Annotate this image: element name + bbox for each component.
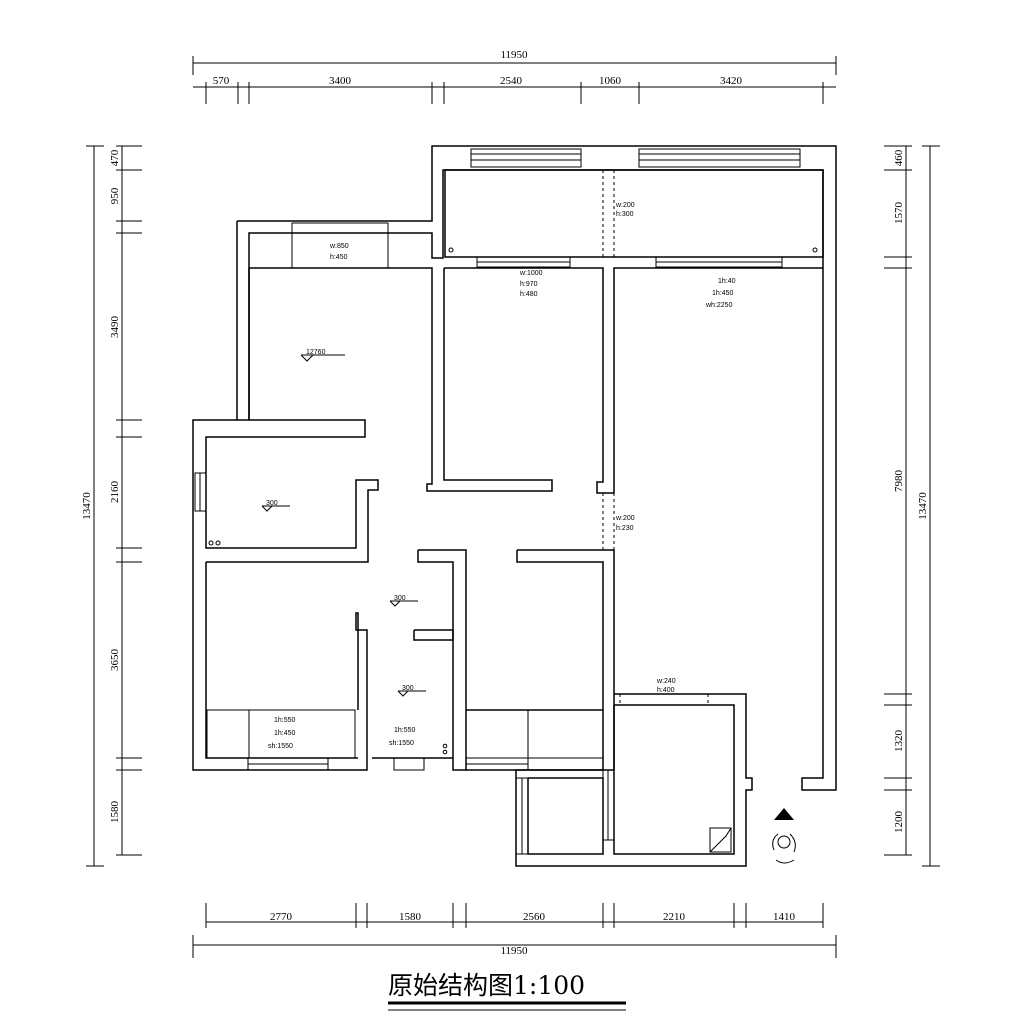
annotation: 1h:40 — [718, 278, 736, 285]
dim-right-total: 13470 — [917, 492, 929, 520]
annotation: h:230 — [616, 525, 634, 532]
annotation: w:200 — [615, 202, 635, 209]
drain-icon — [442, 743, 448, 749]
drain-icon — [448, 247, 454, 253]
elevation-label: 300 — [266, 500, 278, 507]
dim-top-seg: 3420 — [720, 75, 743, 87]
dim-bottom-seg: 2560 — [523, 911, 546, 923]
annotation: h:970 — [520, 281, 538, 288]
annotation: h:480 — [520, 291, 538, 298]
annotation: w:200 — [615, 515, 635, 522]
title-block: 原始结构图1:100 — [388, 971, 626, 1011]
annotation: h:400 — [657, 687, 675, 694]
dim-left-seg: 1580 — [109, 801, 121, 824]
dim-bottom-total: 11950 — [500, 945, 528, 957]
annotation: h:450 — [330, 254, 348, 261]
dim-left-seg: 2160 — [109, 481, 121, 504]
dim-right-seg: 1570 — [893, 202, 905, 225]
page-title: 原始结构图1:100 — [388, 971, 585, 1000]
annotation: 1h:550 — [394, 727, 416, 734]
elevation-markers — [261, 354, 426, 697]
dim-right-seg: 7980 — [893, 470, 905, 493]
dim-right-seg: 1320 — [893, 730, 905, 753]
walls — [192, 145, 837, 867]
dim-bottom-seg: 1580 — [399, 911, 422, 923]
dim-left-seg: 470 — [109, 149, 121, 166]
beams — [602, 170, 709, 705]
dimension-lines — [86, 56, 940, 958]
drain-icon — [812, 247, 818, 253]
dim-right-seg: 460 — [893, 149, 905, 166]
fixtures — [208, 247, 818, 853]
dim-bottom-seg: 2770 — [270, 911, 293, 923]
elevation-label: 300 — [402, 685, 414, 692]
dim-right-seg: 1200 — [893, 811, 905, 834]
drain-icon — [215, 540, 221, 546]
annotation: wh:2250 — [705, 302, 733, 309]
dim-left-seg: 3650 — [109, 649, 121, 672]
annotation: 1h:450 — [274, 730, 296, 737]
dim-top-seg: 570 — [213, 75, 230, 87]
dim-top-seg: 1060 — [599, 75, 622, 87]
dim-bottom-seg: 2210 — [663, 911, 686, 923]
dim-top-total: 11950 — [500, 49, 528, 61]
elevation-label: 300 — [394, 595, 406, 602]
annotations: w:200 h:300 w:850 h:450 w:1000 h:970 h:4… — [266, 202, 736, 750]
dim-top-seg: 2540 — [500, 75, 523, 87]
annotation: 1h:550 — [274, 717, 296, 724]
annotation: sh:1550 — [268, 743, 293, 750]
annotation: w:240 — [656, 678, 676, 685]
drain-icon — [208, 540, 214, 546]
flue-icon — [709, 827, 732, 853]
annotation: h:300 — [616, 211, 634, 218]
annotation: sh:1550 — [389, 740, 414, 747]
elevation-label: 12760 — [306, 349, 326, 356]
dim-left-seg: 950 — [109, 187, 121, 204]
annotation: 1h:450 — [712, 290, 734, 297]
drain-icon — [442, 749, 448, 755]
entrance-icon — [772, 808, 796, 864]
dim-left-total: 13470 — [81, 492, 93, 520]
dimension-labels: 11950 570 3400 2540 1060 3420 2770 1580 … — [81, 49, 929, 957]
dim-left-seg: 3490 — [109, 316, 121, 339]
dim-bottom-seg: 1410 — [773, 911, 796, 923]
annotation: w:850 — [329, 243, 349, 250]
dim-top-seg: 3400 — [329, 75, 352, 87]
annotation: w:1000 — [519, 270, 543, 277]
windows — [194, 148, 801, 855]
